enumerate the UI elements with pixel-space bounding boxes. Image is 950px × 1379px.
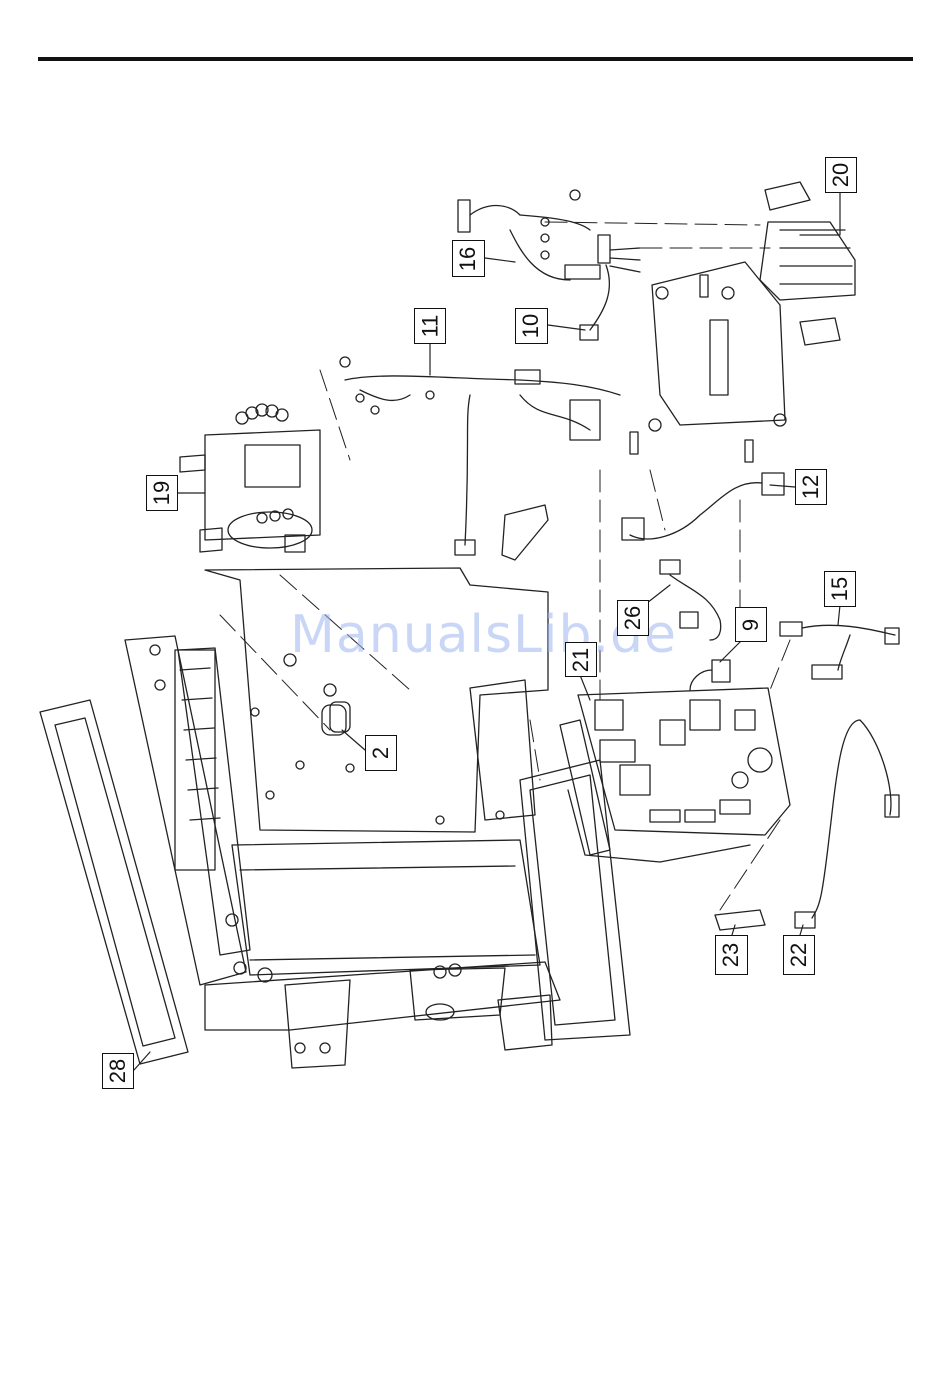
callout-20: 20 xyxy=(825,157,857,193)
control-board-part xyxy=(560,688,790,862)
callout-9: 9 xyxy=(735,607,767,642)
cable-22-part xyxy=(795,720,899,928)
callout-10: 10 xyxy=(515,308,548,344)
callout-label: 16 xyxy=(455,246,481,270)
callout-16: 16 xyxy=(452,240,485,277)
cable-harness-10-part xyxy=(580,235,640,340)
callout-label: 26 xyxy=(620,606,646,630)
callout-label: 22 xyxy=(786,943,812,967)
callout-22: 22 xyxy=(783,935,815,975)
cable-9-part xyxy=(690,660,730,690)
callout-label: 12 xyxy=(798,475,824,499)
callout-label: 19 xyxy=(149,481,175,505)
callout-12: 12 xyxy=(795,469,827,505)
callout-26: 26 xyxy=(617,600,649,636)
transformer-part xyxy=(180,404,320,552)
dashed-leader-lines xyxy=(220,222,790,910)
bracket-part xyxy=(502,505,548,560)
callout-28: 28 xyxy=(102,1053,134,1089)
callout-label: 21 xyxy=(568,647,594,671)
callout-label: 2 xyxy=(368,747,394,759)
module-23-part xyxy=(715,910,765,930)
cable-15-part xyxy=(780,622,899,679)
callout-11: 11 xyxy=(414,308,446,344)
callout-label: 11 xyxy=(417,315,443,338)
terminal-block-part xyxy=(760,182,855,345)
mounting-plate-part xyxy=(630,262,786,462)
callout-label: 20 xyxy=(828,163,854,187)
callout-23: 23 xyxy=(715,935,748,975)
callout-label: 15 xyxy=(827,577,853,601)
callout-label: 9 xyxy=(738,618,764,630)
callout-15: 15 xyxy=(824,571,856,607)
callout-21: 21 xyxy=(565,642,597,677)
callout-19: 19 xyxy=(146,475,178,511)
callout-label: 28 xyxy=(105,1059,131,1083)
wiring-harness-part xyxy=(340,357,620,555)
cable-12-part xyxy=(622,473,784,540)
callout-2: 2 xyxy=(365,735,397,771)
callout-label: 23 xyxy=(718,943,744,967)
callout-label: 10 xyxy=(518,314,544,338)
frame-gasket-part xyxy=(40,700,188,1064)
